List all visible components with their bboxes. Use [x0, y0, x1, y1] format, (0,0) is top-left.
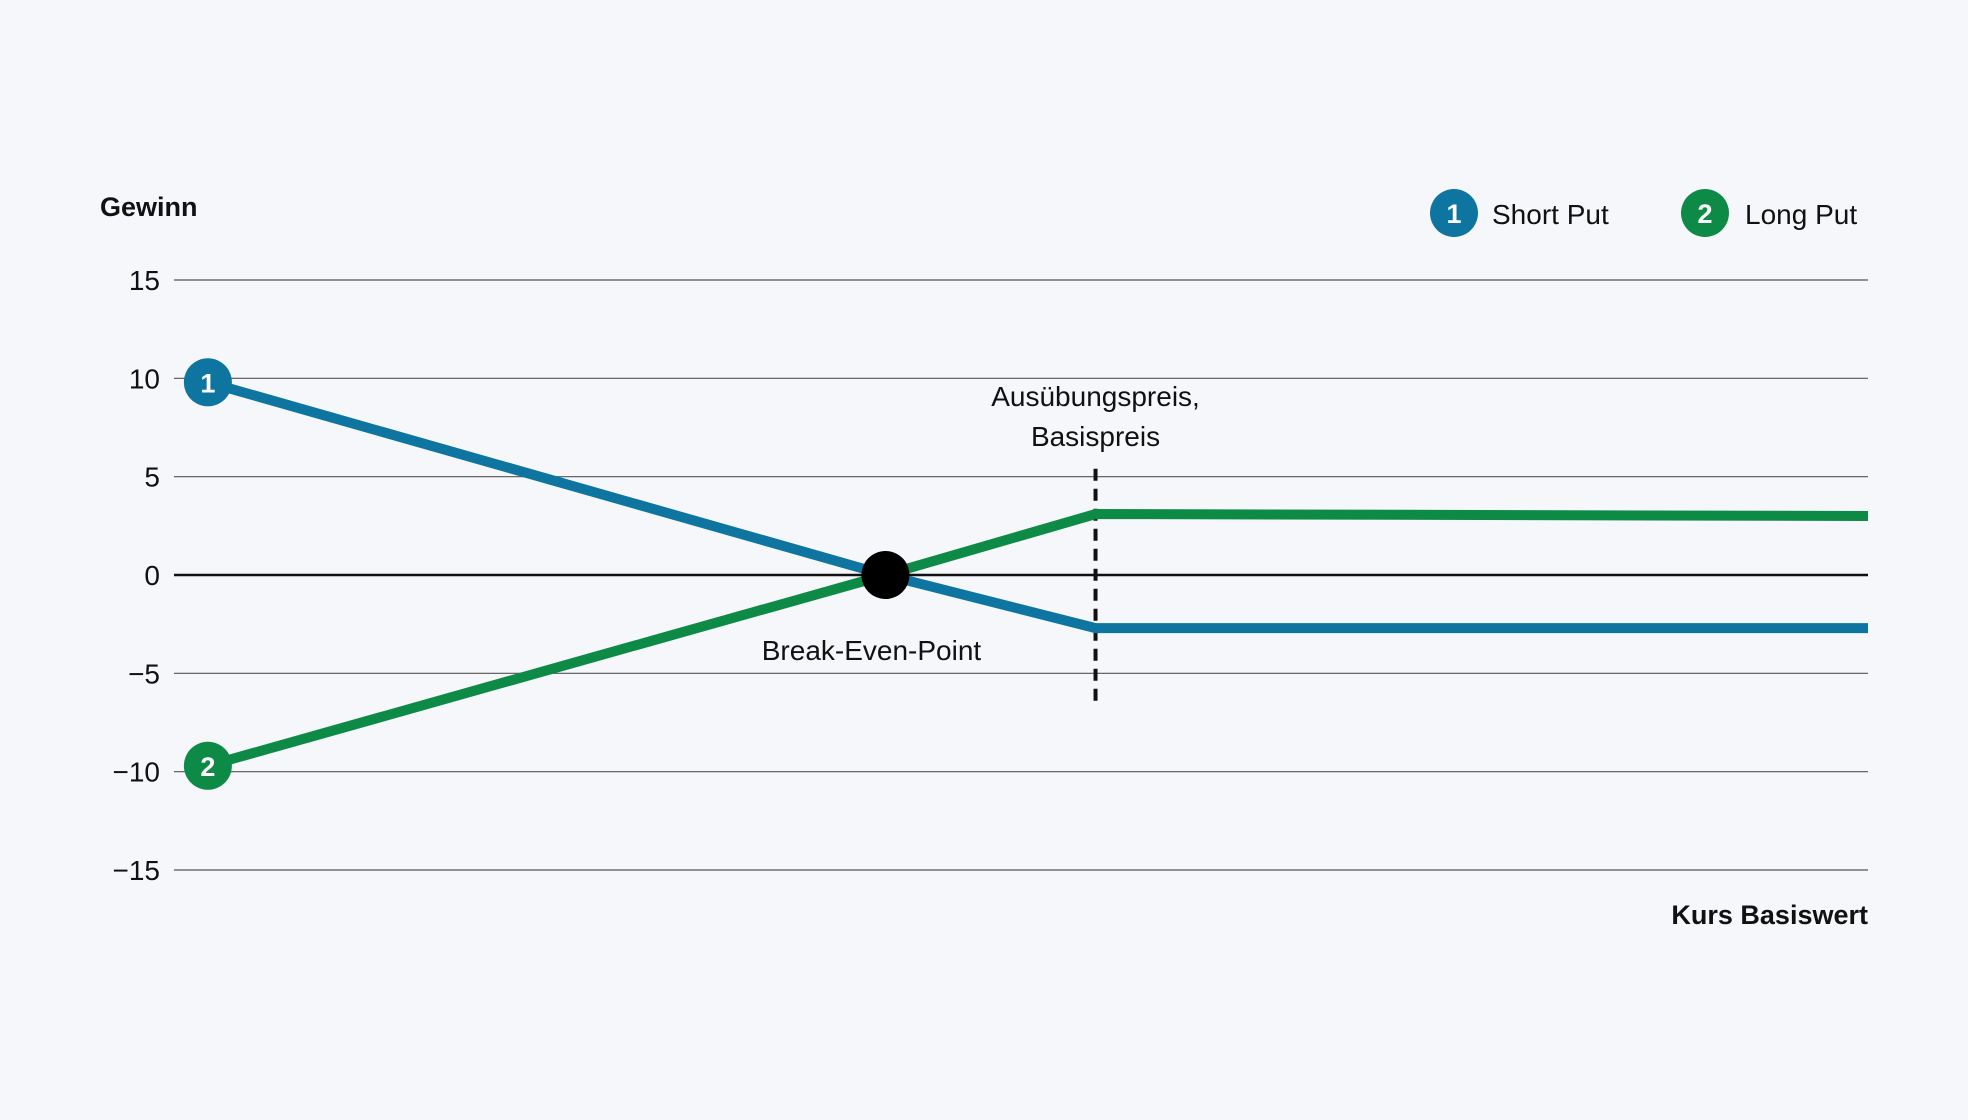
legend-label-long-put: Long Put: [1745, 199, 1857, 230]
y-axis-label: Gewinn: [100, 192, 198, 222]
series-badge-number: 1: [200, 368, 215, 398]
series-lines: [206, 377, 1869, 771]
legend-item-long-put: 2 Long Put: [1681, 189, 1857, 237]
y-tick-label: 15: [129, 265, 160, 296]
legend-badge-short-put: [1430, 189, 1478, 237]
series-badge-circle: [183, 358, 232, 407]
series-start-badge-short-put: 1: [183, 358, 232, 407]
y-tick-label: 10: [129, 363, 160, 394]
legend-badge-number: 2: [1697, 199, 1712, 229]
legend-item-short-put: 1 Short Put: [1430, 189, 1609, 237]
legend-badge-number: 1: [1446, 199, 1461, 229]
gridlines: [174, 279, 1868, 871]
series-badge-number: 2: [200, 752, 215, 782]
break-even-label: Break-Even-Point: [762, 635, 982, 666]
y-tick-label: −5: [128, 658, 160, 689]
y-tick-label: −15: [113, 855, 161, 886]
strike-price-label-line1: Ausübungspreis,: [991, 381, 1200, 412]
y-tick-label: −10: [113, 757, 161, 788]
y-tick-labels: 15 10 5 0 −5 −10 −15: [113, 265, 161, 886]
legend: 1 Short Put 2 Long Put: [1430, 189, 1857, 237]
strike-price-label-line2: Basispreis: [1031, 421, 1160, 452]
series-line-short-put: [206, 377, 1868, 634]
series-start-badges: 12: [183, 358, 232, 790]
y-tick-label: 5: [144, 462, 160, 493]
y-tick-label: 0: [144, 560, 160, 591]
series-line-long-put: [206, 509, 1869, 771]
legend-label-short-put: Short Put: [1492, 199, 1609, 230]
x-axis-label: Kurs Basiswert: [1671, 900, 1868, 930]
break-even-point-marker: [861, 551, 910, 599]
series-start-badge-long-put: 2: [183, 741, 232, 790]
series-badge-circle: [183, 741, 232, 790]
legend-badge-long-put: [1681, 189, 1729, 237]
